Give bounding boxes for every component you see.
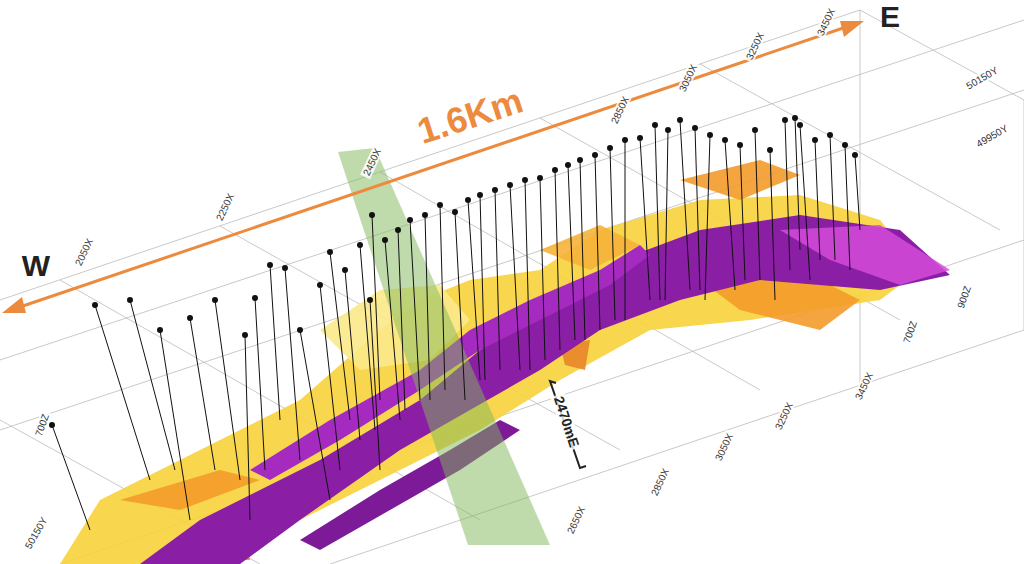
axis-label: 49950Y (973, 122, 1012, 151)
axis-label: 3450X (852, 369, 876, 403)
length-arrow (2, 21, 864, 313)
collar-dots (52, 118, 855, 425)
axis-label: 2250X (213, 190, 237, 224)
direction-label: E (880, 0, 900, 33)
axis-label: 50150Y (22, 514, 51, 553)
drill-holes (52, 118, 860, 530)
axis-label: 3050X (712, 430, 736, 464)
section-label: 2470mE (550, 393, 582, 452)
vein-bands (140, 215, 950, 564)
axis-label: 900Z (954, 283, 974, 312)
axis-label: 50150Y (963, 64, 1002, 93)
axis-label: 2650X (564, 503, 588, 537)
axis-label: 2850X (608, 93, 632, 127)
axis-label: 700Z (32, 411, 52, 440)
direction-label: W (22, 249, 50, 282)
axis-label: 3250X (772, 399, 796, 433)
axis-label: 3450X (814, 5, 838, 39)
axis-label: 3250X (743, 29, 767, 63)
section-bracket (550, 381, 586, 468)
axis-label: 2050X (72, 235, 96, 269)
axis-label: 2850X (648, 465, 672, 499)
grid-lines (0, 10, 1024, 564)
axis-label: 700Z (900, 318, 920, 347)
